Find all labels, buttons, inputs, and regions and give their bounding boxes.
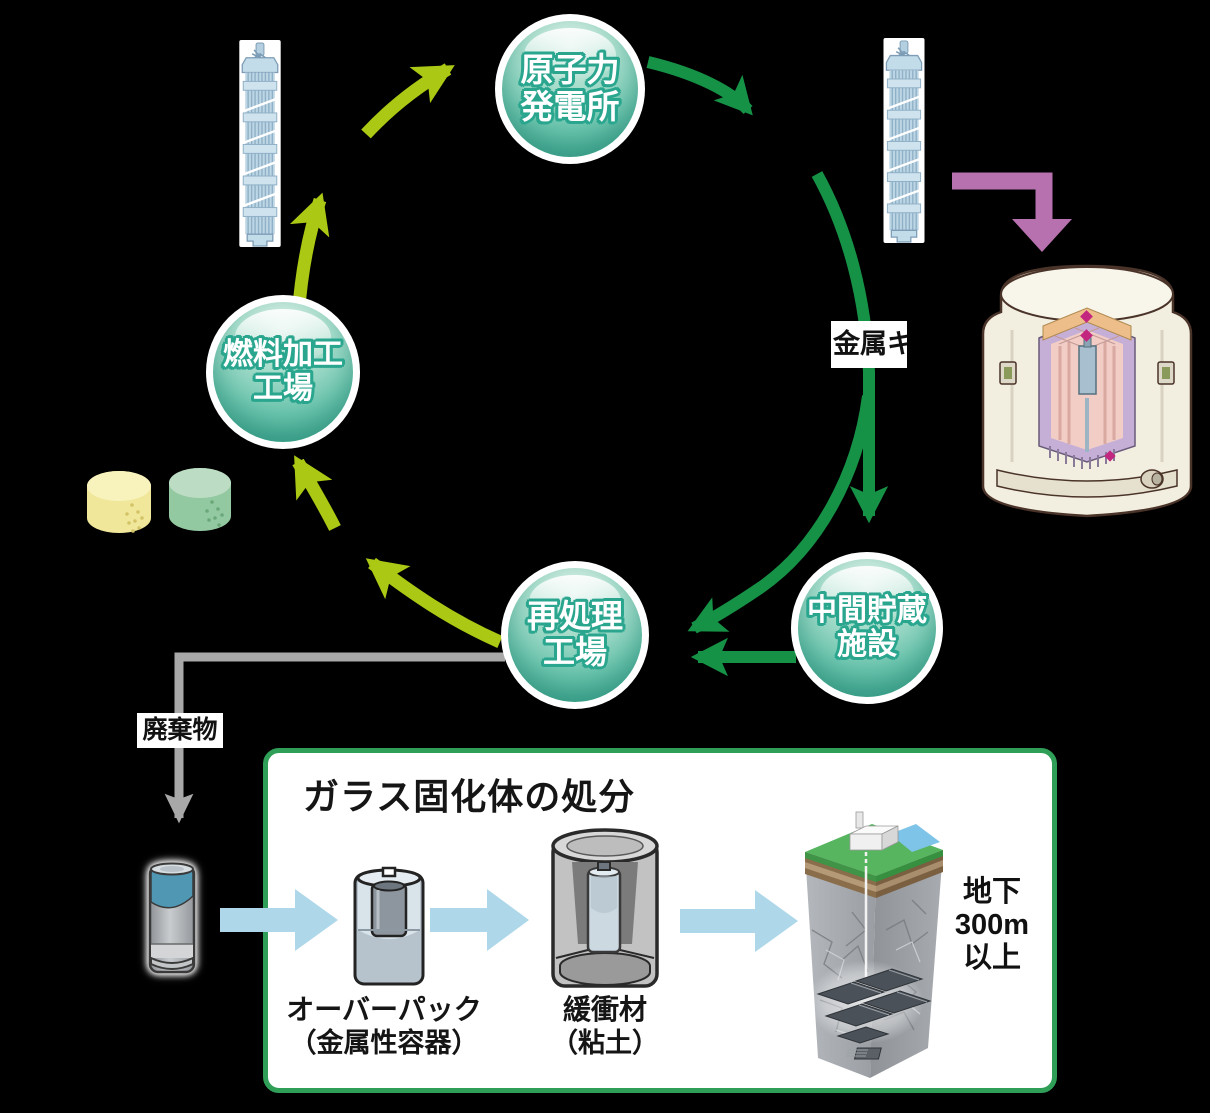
- metal-cask-label: 金属キ: [831, 321, 907, 368]
- buffer-caption-line2: （粘土）: [551, 1028, 659, 1059]
- arrow-curve-to-reprocessing: [687, 395, 874, 634]
- process-arrow-1: [220, 889, 338, 951]
- node-fuel-fabrication: 燃料加工 工場: [206, 295, 360, 449]
- buffer-barrel-illustration: [551, 828, 659, 988]
- underground-repository-illustration: [805, 811, 943, 1078]
- waste-canister-illustration: [148, 862, 196, 974]
- node-power-plant-label-line2: 発電所: [520, 88, 620, 125]
- node-reprocessing-label-line1: 再処理: [526, 598, 623, 635]
- buffer-caption: 緩衝材 （粘土）: [535, 993, 675, 1060]
- waste-label: 廃棄物: [137, 713, 223, 748]
- buffer-caption-line1: 緩衝材: [562, 994, 647, 1025]
- process-arrow-3: [680, 890, 798, 952]
- fuel-assembly-right-illustration: [883, 38, 925, 243]
- metal-cask-illustration: [981, 264, 1193, 518]
- arrow-fabrication-to-plant-2: [361, 63, 455, 139]
- overpack-illustration: [353, 866, 425, 986]
- overpack-caption-line1: オーバーパック: [286, 994, 482, 1025]
- node-fuel-fabrication-label-line2: 工場: [253, 372, 313, 405]
- depth-caption-line3: 以上: [962, 942, 1021, 975]
- arrow-reprocessing-to-fabrication-2: [292, 455, 341, 531]
- arrow-plant-to-right: [646, 56, 753, 116]
- depth-caption-line2: 300m: [954, 909, 1030, 942]
- disposal-panel-title: ガラス固化体の処分: [303, 776, 636, 817]
- waste-arrow: [164, 652, 505, 824]
- depth-caption: 地下 300m 以上: [938, 876, 1046, 975]
- arrow-to-metal-cask: [952, 172, 1072, 252]
- depth-caption-line1: 地下: [962, 876, 1021, 908]
- node-fuel-fabrication-label-line1: 燃料加工: [223, 338, 343, 372]
- overpack-caption-line2: （金属性容器）: [289, 1028, 479, 1059]
- node-interim-storage-label-line2: 施設: [837, 628, 897, 661]
- node-interim-storage-label-line1: 中間貯蔵: [807, 594, 927, 628]
- node-interim-storage: 中間貯蔵 施設: [791, 552, 943, 704]
- fuel-assembly-left-illustration: [239, 40, 281, 247]
- node-reprocessing: 再処理 工場: [501, 561, 649, 709]
- arrow-reprocessing-to-fabrication-1: [365, 557, 503, 648]
- process-arrow-2: [430, 889, 529, 951]
- fuel-pellet-yellow-icon: [87, 471, 151, 533]
- node-reprocessing-label-line2: 工場: [542, 634, 607, 670]
- node-power-plant: 原子力 発電所: [495, 14, 645, 164]
- overpack-caption: オーバーパック （金属性容器）: [275, 993, 493, 1060]
- node-power-plant-label-line1: 原子力: [520, 51, 620, 89]
- fuel-pellet-green-icon: [169, 468, 231, 531]
